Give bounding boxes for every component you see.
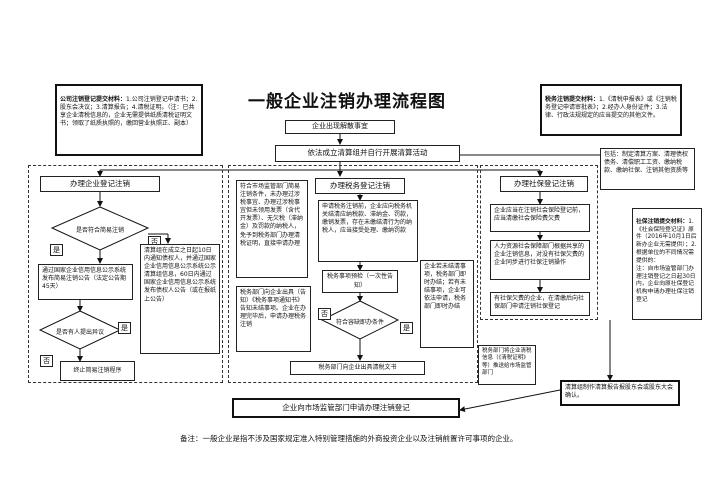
yes-label-2: 是	[118, 322, 131, 334]
tax-certificate-step: 税务部门向企业出具清税文书	[290, 361, 425, 375]
liquidation-note: 包括：制定清算方案、清理债权债务、清偿职工工资、缴纳税款、缴纳社保、注销其他资质…	[600, 148, 695, 190]
market-materials-text: 1.公司注销登记申请书；2.股东会决议；3.清算报告；4.清税证明。（注：已共享…	[60, 96, 198, 128]
tax-share-note: 税务部门将企业清税信息（《清税证明》等）推送给市场监管部门	[478, 345, 536, 385]
yes-label-1: 是	[50, 244, 63, 256]
tax-unsettled-step: 企业若未结清事项，税务部门即时办结；若有未结事项，企业可依法申请，税务部门即时办…	[420, 260, 474, 348]
simple-notice-step: 通过国家企业信用信息公示系统发布简易注销公告（法定公告期45天）	[38, 264, 133, 300]
footnote: 备注：一般企业是指不涉及国家规定准入特别管理措施的外商投资企业以及注销前置许可事…	[180, 434, 518, 443]
no-label-3: 否	[318, 308, 331, 320]
social-section-outline	[480, 165, 598, 320]
terminate-step: 终止简易注销程序	[60, 361, 135, 381]
liquidation-step: 依法成立清算组并自行开展清算活动	[275, 145, 460, 162]
social-materials-header: 社保注销提交材料：	[636, 218, 689, 225]
market-cancel-step: 办理企业登记注销	[40, 176, 160, 192]
dissolve-step: 企业出现解散事宜	[285, 120, 395, 134]
market-section-outline	[28, 165, 223, 383]
tax-settle-step: 申请税务注销前，企业应向税务机关结清应纳税款、滞纳金、罚款，缴销发票，存在未缴结…	[318, 200, 418, 262]
qualify-question: 符合容缺即办条件	[335, 318, 384, 326]
social-materials-box: 社保注销提交材料：1.《社会保险登记证》原件（2016年10月1日后新办企业无需…	[632, 208, 702, 320]
tax-prereview-step: 税务事项预检（一次性告知）	[322, 270, 398, 293]
social-materials-text: 1.《社会保险登记证》原件（2016年10月1日后新办企业无需提供）；2.根据单…	[636, 218, 697, 303]
page-title: 一般企业注销办理流程图	[248, 92, 446, 112]
no-label-2: 否	[40, 355, 53, 367]
tax-cancel-step: 办理税务登记注销	[315, 178, 405, 194]
tax-materials-box: 税务注销提交材料：1.《清税申报表》或《注销税务登记申请审批表》；2.经办人身份…	[540, 84, 682, 136]
tax-notice-step: 税务部门向企业出具（告知）《税务事项通知书》告知未结事项。企业在办理完毕后，申请…	[236, 286, 311, 352]
tax-materials-header: 税务注销提交材料：	[545, 96, 600, 104]
social-check-step: 企业应当在注销社会保险登记前，应当清缴社会保险费欠费	[490, 204, 590, 232]
final-apply-step: 企业向市场监管部门申请办理注销登记	[232, 398, 460, 418]
simple-cancel-question: 是否符合简易注销	[75, 226, 124, 234]
social-owe-step: 有社保欠费的企业，在清缴后向社保部门申请注销社保登记	[490, 292, 590, 316]
confirm-report-step: 清算组制作清算报告报股东会或股东大会确认。	[560, 380, 680, 406]
objection-question: 是否有人提出异议	[55, 328, 104, 336]
normal-notice-step: 清算组在成立之日起10日内通知债权人，并通过国家企业信用信息公示系统公示清算组信…	[140, 244, 220, 354]
social-share-step: 人力资源社会保障部门根据共享的企业注销信息，对没有社保欠费的企业同步进行社保注销…	[490, 240, 590, 280]
yes-label-3: 是	[400, 322, 413, 334]
tax-materials-text: 1.《清税申报表》或《注销税务登记申请审批表》；2.经办人身份证件；3.法律、行…	[545, 96, 677, 120]
market-materials-box: 公司注销登记提交材料：1.公司注销登记申请书；2.股东会决议；3.清算报告；4.…	[55, 84, 203, 156]
tax-section-outline	[228, 165, 478, 383]
tax-simple-condition: 符合市场监管部门简易注销条件，未办理过涉税事宜、办理过涉税事宜但未领用发票（含代…	[236, 180, 308, 278]
social-cancel-step: 办理社保登记注销	[500, 176, 588, 192]
market-materials-header: 公司注销登记提交材料：	[60, 96, 127, 104]
